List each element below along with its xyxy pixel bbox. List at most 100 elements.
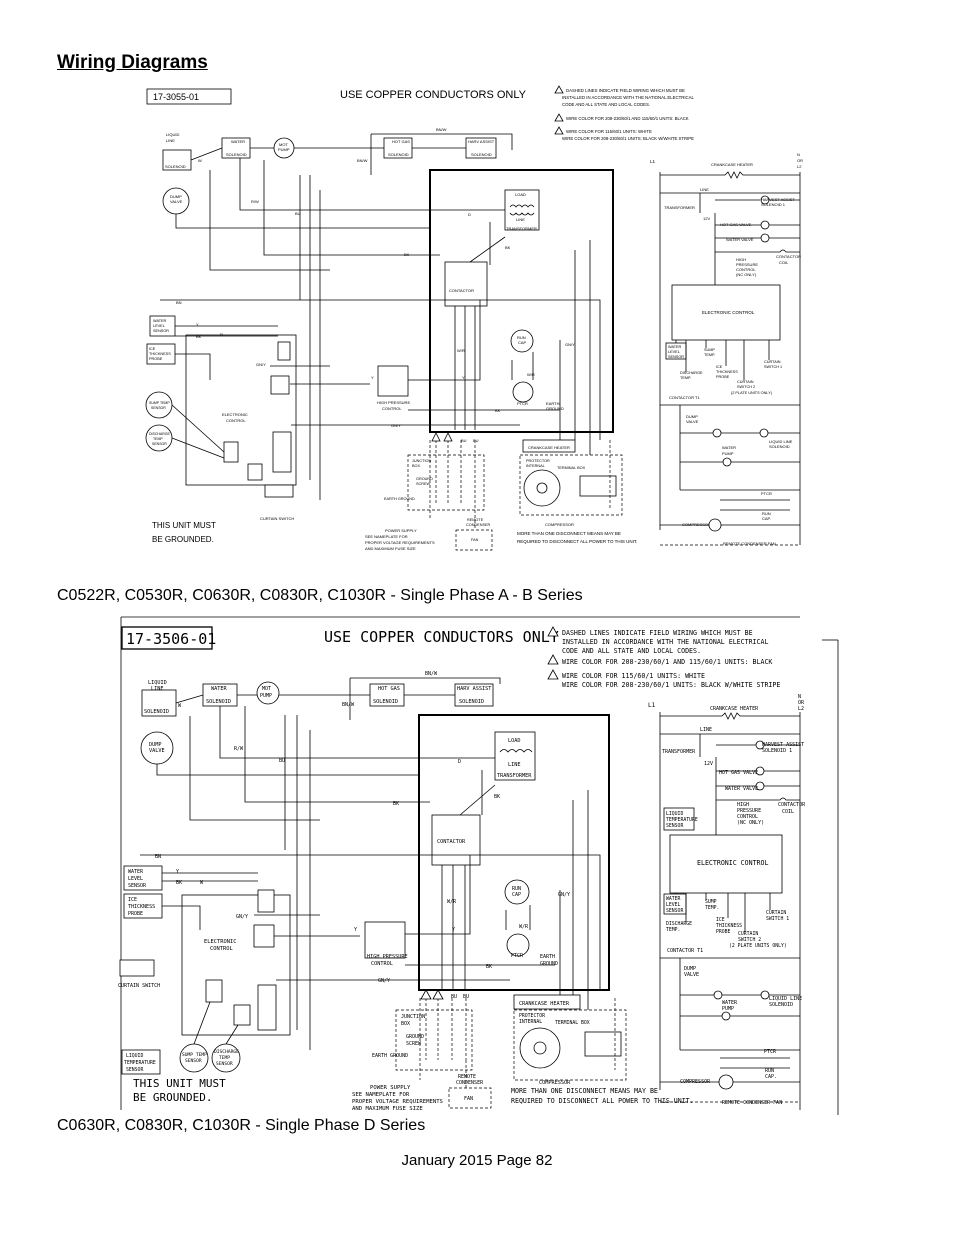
wire: [699, 193, 760, 290]
wire-tag: GN/Y: [256, 362, 266, 367]
control-box-outline: [418, 714, 610, 991]
wire: [162, 905, 360, 937]
warning-icon: [554, 126, 564, 135]
label: PROTECTOR: [519, 1013, 545, 1019]
note-line: CODE AND ALL STATE AND LOCAL CODES.: [562, 647, 701, 655]
label: CRANKCASE HEATER: [519, 1001, 570, 1007]
wire: [716, 797, 800, 801]
wire-tag: R: [220, 332, 223, 337]
label: PROBE: [128, 911, 143, 917]
label: INTERNAL: [526, 464, 545, 468]
wire-tag: W: [178, 703, 182, 709]
wire-tag: BN/W: [357, 158, 368, 163]
label: CRANKCASE HEATER: [528, 445, 570, 450]
wire-tag: W/R: [527, 372, 535, 377]
part-number-box: [121, 626, 213, 650]
label: HARVEST ASSIST: [761, 197, 795, 202]
compressor-motor: [519, 1027, 561, 1069]
wire-tag: BK: [486, 964, 492, 970]
label: CAP: [518, 340, 527, 345]
transformer: [494, 731, 536, 781]
wire: [219, 706, 495, 803]
label: SENSOR: [153, 329, 169, 333]
electronic-control-board: [181, 894, 291, 1036]
label: WATER: [668, 345, 682, 349]
label: LIQUID LINE: [769, 996, 802, 1002]
label: REQUIRED TO DISCONNECT ALL POWER TO THIS…: [517, 539, 637, 544]
transformer: [504, 189, 540, 231]
label: GROUND: [416, 477, 433, 481]
label: PUMP: [278, 147, 290, 152]
label: L1: [650, 159, 656, 164]
ground-note: BE GROUNDED.: [152, 535, 214, 544]
label: JUNCTION: [412, 459, 431, 463]
label: LEVEL: [666, 902, 681, 908]
label: CONTACTOR: [437, 839, 466, 845]
label: CONTACTOR: [449, 288, 474, 293]
label: HIGH PRESSURE: [377, 400, 410, 405]
wire: [675, 893, 771, 932]
copper-notice: USE COPPER CONDUCTORS ONLY: [324, 628, 559, 646]
label: CONDENSER: [456, 1080, 484, 1086]
label: AND MAXIMUM FUSE SIZE: [365, 546, 416, 551]
ptcr: [512, 381, 534, 403]
label: N: [797, 152, 800, 157]
warning-icon: [443, 432, 453, 442]
label: DUMP: [684, 966, 696, 972]
label: DUMP: [170, 194, 182, 199]
wire: [171, 404, 520, 459]
note-line: WIRE COLOR FOR 208-230/60/1 UNITS: BLACK…: [562, 681, 780, 689]
wire-tag: Y: [354, 927, 357, 933]
label: CURTAIN: [764, 360, 781, 364]
label: LINE: [151, 686, 164, 692]
wire-tag: D: [468, 212, 471, 217]
label: TEMP.: [705, 905, 719, 911]
transformer-coil: [509, 212, 535, 216]
label: CAP: [512, 892, 521, 898]
note-line: WIRE COLOR FOR 208-230/60/1 UNITS: BLACK…: [562, 136, 694, 141]
label: CONTACTOR T1: [667, 948, 703, 954]
label: SOLENOID 1: [762, 748, 792, 754]
label: SUMP TEMP: [149, 401, 170, 405]
label: SEE NAMEPLATE FOR: [365, 534, 408, 539]
label: REMOTE: [458, 1074, 476, 1080]
run-capacitor: [504, 879, 530, 905]
wire-tag: W/R: [457, 348, 465, 353]
wire: [160, 299, 601, 440]
wire: [441, 770, 483, 990]
label: TEMPERATURE: [666, 817, 698, 823]
note-line: WIRE COLOR FOR 115/60/1 UNITS: WHITE: [562, 672, 705, 680]
label: TRANSFORMER: [664, 205, 695, 210]
wire: [190, 147, 466, 161]
label: (NC ONLY): [737, 820, 764, 826]
warning-icon: [547, 669, 559, 680]
label: PUMP: [722, 1006, 734, 1012]
label: ICE: [149, 347, 156, 351]
warning-icon: [420, 989, 432, 1000]
label: CONTROL: [736, 267, 756, 272]
wire-tag: Y: [371, 375, 374, 380]
label: LINE: [700, 187, 709, 192]
label: REMOTE: [467, 518, 484, 522]
dump-valve-coil: [713, 990, 723, 1000]
water-pump-coil: [721, 1011, 731, 1021]
wire-tag: BK: [404, 252, 410, 257]
label: PROBE: [716, 375, 730, 379]
warning-icon: [554, 85, 564, 94]
note-line: WIRE COLOR FOR 208-230/60/1 AND 115/60/1…: [566, 116, 689, 121]
part-number: 17-3055-01: [153, 92, 199, 102]
label: RUN: [762, 511, 771, 516]
label: POWER SUPPLY: [385, 528, 417, 533]
label: DUMP: [149, 742, 162, 748]
wire-tag: BK: [176, 880, 182, 886]
terminal-box: [584, 1031, 622, 1057]
wire-tag: W/R: [447, 899, 457, 905]
crankcase-heater-rung: [660, 171, 800, 179]
label: TEMP.: [704, 353, 715, 357]
wire-tag: Y: [176, 869, 179, 875]
wire-tag: D: [458, 759, 461, 765]
label: RUN: [512, 886, 521, 892]
label: REQUIRED TO DISCONNECT ALL POWER TO THIS…: [511, 1097, 694, 1105]
warning-icon: [432, 989, 444, 1000]
wire: [660, 404, 800, 490]
